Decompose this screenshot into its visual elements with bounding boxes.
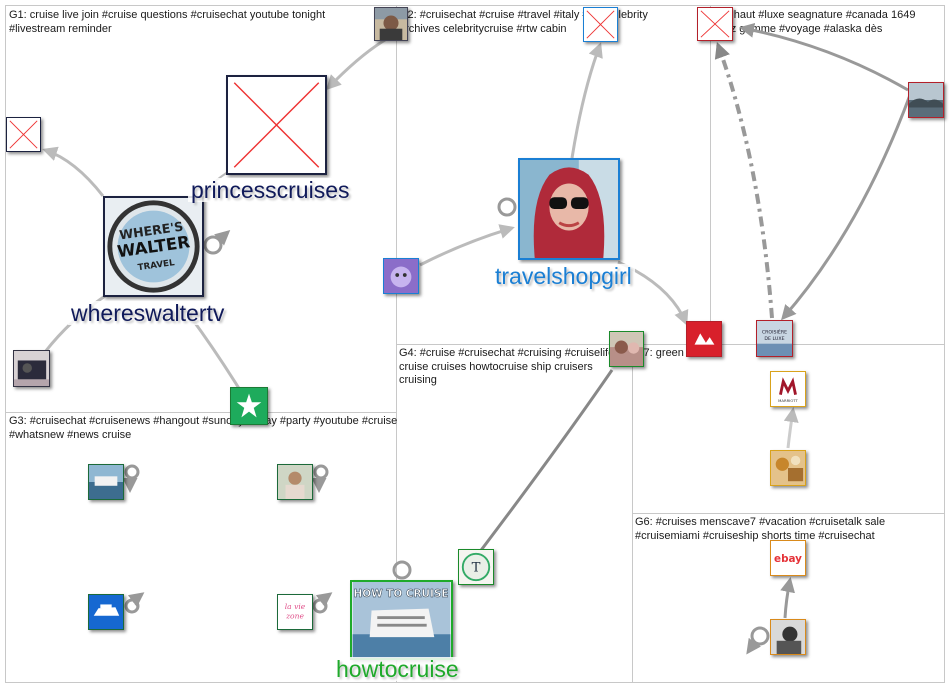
node-user-g5-sea[interactable]: [908, 82, 944, 118]
edge-food-marriott: [783, 407, 799, 449]
node-user-g4-t[interactable]: T: [458, 549, 494, 585]
label-travelshopgirl: travelshopgirl: [492, 264, 635, 288]
node-missing-g1[interactable]: [6, 117, 41, 152]
edge-green-walter: [188, 315, 242, 391]
group-label-g4: G4: #cruise #cruisechat #cruising #cruis…: [399, 347, 615, 386]
croisiere-logo-line2: DE LUXE: [764, 336, 784, 342]
selfloop-travelshopgirl: [497, 197, 517, 217]
edge-user1-princesscruises: [325, 38, 386, 91]
node-user-g3d[interactable]: la vie zone: [277, 594, 313, 630]
node-travelshopgirl[interactable]: [518, 158, 620, 260]
group-label-g3: G3: #cruisechat #cruisenews #hangout #su…: [9, 415, 398, 441]
group-label-g7: G7: green: [635, 347, 684, 359]
node-red-logo[interactable]: [686, 321, 722, 357]
croisiere-logo-line1: CROISIÈRE: [762, 327, 787, 335]
node-user-g7-food[interactable]: [770, 450, 806, 486]
node-user-g6[interactable]: [770, 619, 806, 655]
label-howtocruise: howtocruise: [333, 657, 462, 681]
node-ebay[interactable]: ebay: [770, 540, 806, 576]
svg-text:T: T: [472, 561, 481, 576]
node-croisiere-de-luxe[interactable]: CROISIÈRE DE LUXE: [756, 320, 793, 357]
edge-sea-croisiere: [781, 94, 912, 321]
node-princesscruises[interactable]: [226, 75, 327, 175]
group-box-g3: [5, 412, 397, 683]
node-user-g1a[interactable]: [374, 7, 408, 41]
node-user-g3c[interactable]: [88, 594, 124, 630]
group-label-g6: G6: #cruises menscave7 #vacation #cruise…: [635, 516, 886, 542]
selfloop-howtocruise: [392, 560, 412, 580]
edge-travelshopgirl-missing2: [570, 42, 603, 159]
edge-purple-travelshopgirl: [419, 224, 515, 267]
lavie-logo-line2: zone: [285, 612, 304, 621]
lavie-logo-line1: la vie: [285, 602, 306, 611]
node-missing-g2[interactable]: [583, 7, 618, 42]
edge-sea-missing5: [739, 22, 909, 92]
node-user-g3a[interactable]: [88, 464, 124, 500]
node-user-g4[interactable]: [609, 331, 644, 367]
node-howtocruise[interactable]: HOW TO CRUISE: [350, 580, 453, 660]
node-marriott[interactable]: MARRIOTT: [770, 371, 806, 407]
label-princesscruises: princesscruises: [188, 178, 353, 202]
edge-user6-ebay: [780, 577, 796, 619]
node-user-g2-purple[interactable]: [383, 258, 419, 294]
edge-user4-howtocruise: [458, 369, 614, 581]
group-label-g1: G1: cruise live join #cruise questions #…: [9, 9, 326, 35]
edge-walter-missing: [42, 146, 105, 197]
group-box-g6: [632, 513, 945, 683]
howtocruise-logo-text: HOW TO CRUISE: [353, 588, 448, 600]
node-user-g1c[interactable]: [230, 387, 268, 425]
ebay-logo-text: ebay: [774, 553, 802, 565]
marriott-logo-text: MARRIOTT: [778, 399, 798, 403]
node-user-g1b[interactable]: [13, 350, 50, 387]
node-missing-g5[interactable]: [697, 7, 733, 41]
edge-croisiere-missing5: [714, 41, 774, 319]
node-whereswaltertv[interactable]: WHERE'S WALTER TRAVEL: [103, 196, 204, 297]
label-whereswaltertv: whereswaltertv: [68, 301, 228, 325]
node-user-g3b[interactable]: [277, 464, 313, 500]
